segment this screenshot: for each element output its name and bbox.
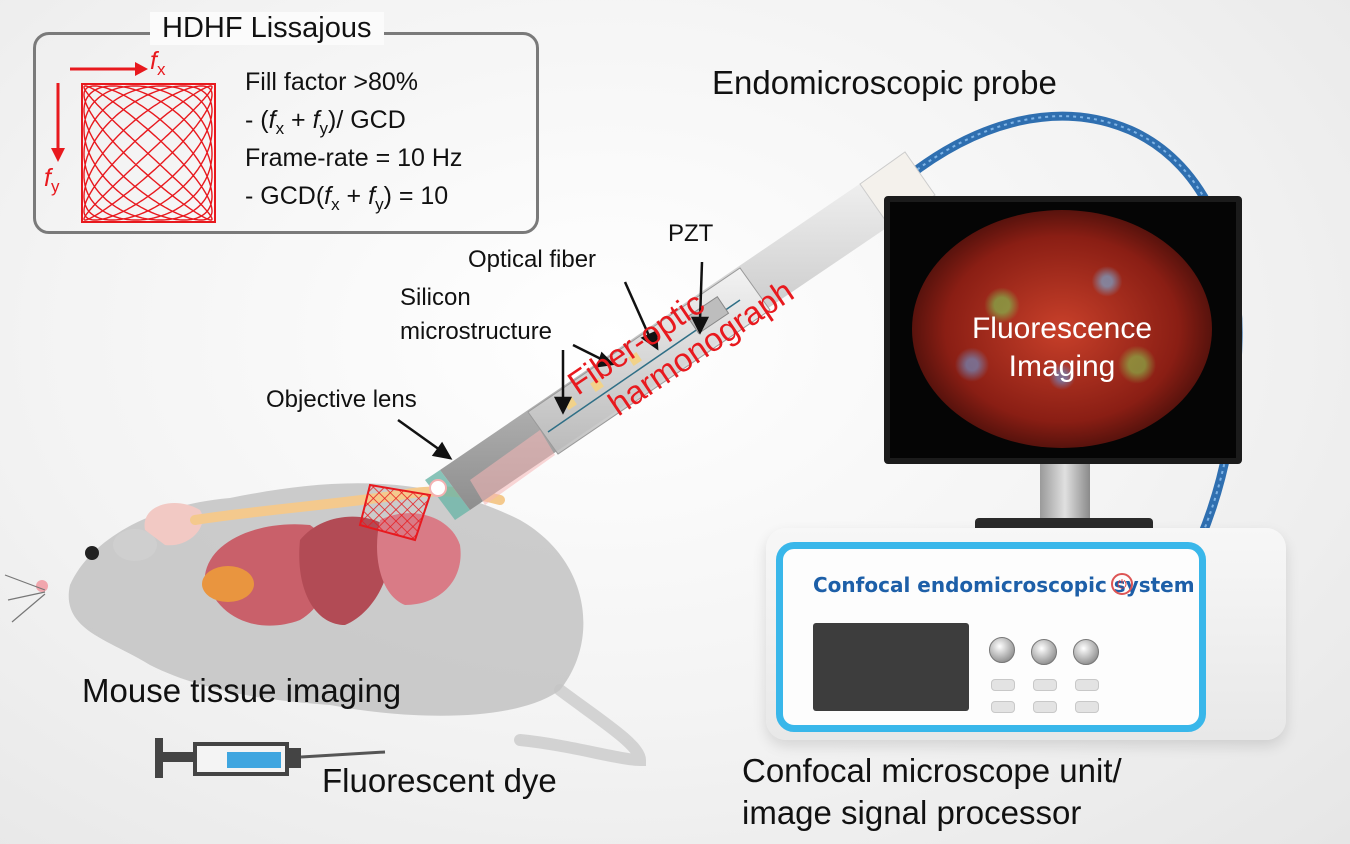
knob-2[interactable] bbox=[1031, 639, 1057, 665]
frame-rate-text: Frame-rate = 10 Hz bbox=[245, 144, 463, 172]
dye-label: Fluorescent dye bbox=[322, 762, 557, 799]
unit-key[interactable] bbox=[1075, 701, 1099, 713]
monitor-stand bbox=[1040, 464, 1090, 524]
unit-key[interactable] bbox=[1075, 679, 1099, 691]
unit-label-line1: Confocal microscope unit/ bbox=[742, 752, 1122, 789]
syringe-illustration bbox=[155, 738, 386, 778]
optical-fiber-label: Optical fiber bbox=[468, 246, 597, 273]
unit-key[interactable] bbox=[991, 679, 1015, 691]
unit-front-panel: Confocal endomicroscopic system ⏻ bbox=[776, 542, 1206, 732]
silicon-label: Silicon bbox=[400, 284, 471, 311]
frame-rate-formula: - GCD(fx + fy) = 10 bbox=[245, 182, 449, 214]
fill-factor-text: Fill factor >80% bbox=[245, 68, 418, 96]
knob-3[interactable] bbox=[1073, 639, 1099, 665]
monitor: Fluorescence Imaging bbox=[884, 196, 1242, 464]
probe-label: Endomicroscopic probe bbox=[712, 64, 1057, 101]
mouse-illustration bbox=[4, 483, 647, 767]
syringe-dye bbox=[227, 752, 281, 768]
annotation-arrows bbox=[397, 261, 710, 460]
unit-key[interactable] bbox=[1033, 701, 1057, 713]
microstructure-label: microstructure bbox=[400, 318, 553, 345]
fy-label: fy bbox=[44, 164, 60, 196]
syringe-barrel bbox=[193, 742, 289, 776]
monitor-text: Fluorescence Imaging bbox=[971, 312, 1153, 383]
lissajous-title: HDHF Lissajous bbox=[150, 12, 384, 45]
pzt-label: PZT bbox=[668, 220, 714, 247]
mouse-label: Mouse tissue imaging bbox=[82, 672, 402, 709]
fx-label: fx bbox=[150, 47, 166, 79]
confocal-unit: Confocal endomicroscopic system ⏻ bbox=[766, 528, 1286, 740]
probe-illustration bbox=[425, 151, 936, 520]
unit-label-line2: image signal processor bbox=[742, 794, 1082, 831]
power-button[interactable]: ⏻ bbox=[1111, 573, 1133, 595]
knob-1[interactable] bbox=[989, 637, 1015, 663]
objective-lens-label: Objective lens bbox=[266, 386, 417, 413]
fill-factor-formula: - (fx + fy)/ GCD bbox=[245, 106, 406, 138]
unit-display bbox=[813, 623, 969, 711]
unit-brand-text: Confocal endomicroscopic system bbox=[813, 573, 1195, 597]
unit-key[interactable] bbox=[1033, 679, 1057, 691]
unit-key[interactable] bbox=[991, 701, 1015, 713]
fluorescence-image: Fluorescence Imaging bbox=[912, 210, 1212, 448]
